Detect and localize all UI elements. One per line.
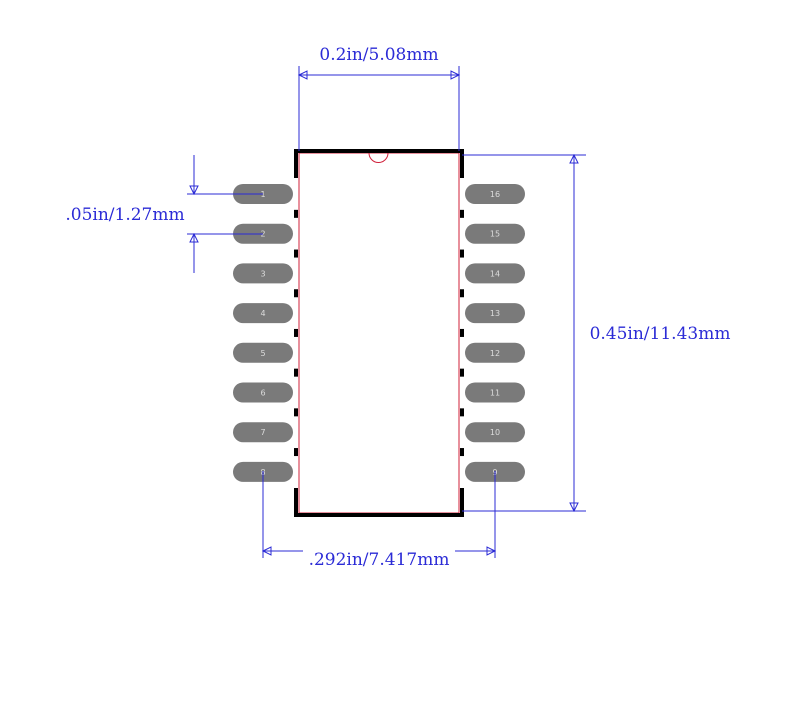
- pad-shape: [465, 263, 525, 284]
- silkscreen-tick: [460, 368, 464, 377]
- pitch-label: .05in/1.27mm: [65, 205, 184, 225]
- silkscreen-ticks: [294, 209, 464, 457]
- pad-number: 14: [490, 269, 500, 278]
- pad-shape: [465, 422, 525, 443]
- silkscreen-tick: [460, 408, 464, 417]
- pad-11: 11: [465, 382, 525, 403]
- body-length-label: 0.45in/11.43mm: [590, 324, 731, 344]
- pad-14: 14: [465, 263, 525, 284]
- package-body-outline: [298, 152, 460, 514]
- pad-number: 10: [490, 428, 500, 437]
- pad-shape: [465, 223, 525, 244]
- pad-3: 3: [233, 263, 293, 284]
- pad-span-label: .292in/7.417mm: [309, 550, 450, 570]
- pad-shape: [233, 303, 293, 324]
- silkscreen-tick: [460, 448, 464, 457]
- pin1-notch-marker: [368, 152, 389, 163]
- pad-number: 15: [490, 230, 500, 239]
- pad-number: 13: [490, 309, 500, 318]
- pad-shape: [465, 382, 525, 403]
- silkscreen-tick: [460, 289, 464, 298]
- pad-shape: [233, 263, 293, 284]
- pad-10: 10: [465, 422, 525, 443]
- pad-number: 12: [490, 349, 500, 358]
- pad-5: 5: [233, 342, 293, 363]
- pad-number: 6: [260, 389, 265, 398]
- pad-15: 15: [465, 223, 525, 244]
- silkscreen-tick: [294, 368, 298, 377]
- pad-6: 6: [233, 382, 293, 403]
- body-width-label: 0.2in/5.08mm: [319, 45, 438, 65]
- silkscreen-tick: [294, 448, 298, 457]
- silkscreen-tick: [294, 408, 298, 417]
- pad-number: 5: [260, 349, 265, 358]
- pad-4: 4: [233, 303, 293, 324]
- pad-shape: [233, 382, 293, 403]
- silkscreen-tick: [294, 289, 298, 298]
- pad-12: 12: [465, 342, 525, 363]
- pad-number: 4: [260, 309, 265, 318]
- pad-16: 16: [465, 184, 525, 204]
- silkscreen-tick: [460, 249, 464, 258]
- pad-shape: [465, 184, 525, 204]
- silkscreen-tick: [294, 328, 298, 337]
- pad-number: 16: [490, 190, 500, 199]
- silkscreen-tick: [460, 209, 464, 218]
- silkscreen-outline: [294, 149, 464, 517]
- silkscreen-tick: [294, 249, 298, 258]
- silkscreen-tick: [294, 209, 298, 218]
- pad-number: 7: [260, 428, 265, 437]
- pad-13: 13: [465, 303, 525, 324]
- pad-number: 3: [260, 269, 265, 278]
- pad-shape: [233, 342, 293, 363]
- pad-number: 11: [490, 389, 500, 398]
- pad-shape: [465, 342, 525, 363]
- dimension-lines: [187, 66, 586, 558]
- silkscreen-tick: [460, 328, 464, 337]
- pad-shape: [465, 303, 525, 324]
- pad-7: 7: [233, 422, 293, 443]
- pad-shape: [233, 422, 293, 443]
